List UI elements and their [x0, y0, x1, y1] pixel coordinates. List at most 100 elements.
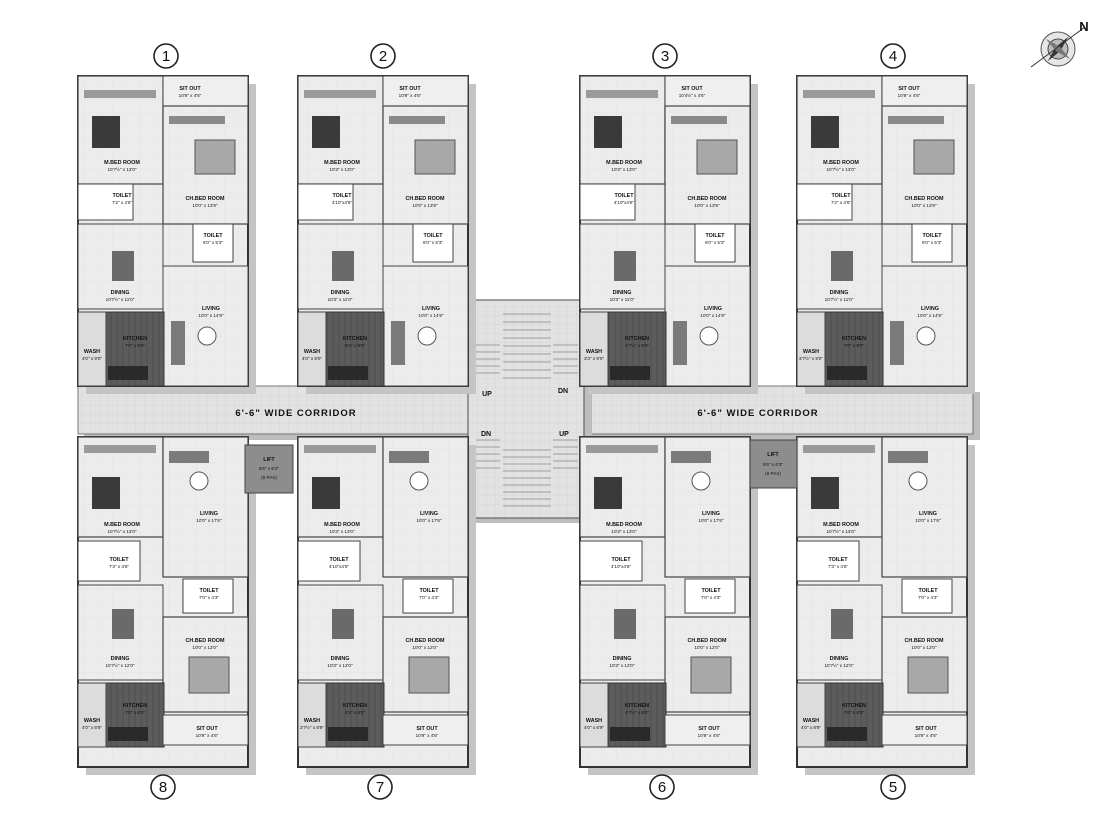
- kitchen-label: KITCHEN: [842, 703, 866, 709]
- sitout-dim: 10'9" x 4'6": [399, 93, 422, 98]
- living-dim: 10'0" x 17'6": [416, 518, 442, 523]
- lift-left-note: (8 PAX): [261, 475, 277, 480]
- living-dim: 10'0" x 17'6": [915, 518, 941, 523]
- kitchen-dim: 7'0" x 9'0": [844, 343, 864, 348]
- child-bed-label: CH.BED ROOM: [186, 196, 225, 202]
- living-dim: 10'0" x 14'9": [418, 313, 444, 318]
- lift-left-title: LIFT: [263, 457, 275, 463]
- bed-icon: [907, 656, 949, 694]
- rug-icon: [699, 326, 719, 346]
- child-toilet-dim: 7'0" x 4'3": [918, 595, 938, 600]
- wash-dim: 4'0" x 8'9": [584, 725, 604, 730]
- dining-label: DINING: [331, 656, 350, 662]
- child-toilet-label: TOILET: [423, 233, 443, 239]
- sitout-label: SIT OUT: [416, 726, 438, 732]
- dining-dim: 10'7½" x 11'0": [825, 296, 854, 302]
- sitout-label: SIT OUT: [681, 86, 703, 92]
- master-bed-dim: 10'3" x 13'0": [611, 529, 637, 534]
- kitchen-dim: 6'3" x 9'0": [345, 343, 365, 348]
- sitout-label: SIT OUT: [915, 726, 937, 732]
- kitchen-dim: 4'7½" x 9'0": [625, 342, 649, 348]
- master-toilet-label: TOILET: [112, 193, 132, 199]
- dining-dim: 10'3" x 12'0": [327, 663, 353, 668]
- kitchen-label: KITCHEN: [343, 336, 367, 342]
- sitout-dim: 10'9" x 4'6": [915, 733, 938, 738]
- master-bed-dim: 10'3" x 13'0": [329, 167, 355, 172]
- wash-dim: 4'0" x 8'9": [801, 725, 821, 730]
- child-bed-dim: 10'0" x 13'9": [192, 203, 218, 208]
- master-bed-label: M.BED ROOM: [104, 160, 140, 166]
- dining-dim: 10'3" x 11'0": [610, 297, 635, 302]
- wash-dim: 4'0" x 9'0": [302, 356, 322, 361]
- bed-icon: [594, 477, 622, 509]
- sitout-dim: 10'9" x 4'6": [196, 733, 219, 738]
- wash-label: WASH: [84, 718, 100, 724]
- child-bed-dim: 10'0" x 13'9": [694, 203, 720, 208]
- bed-icon: [312, 116, 340, 148]
- child-toilet-dim: 6'0" x 5'3": [423, 240, 443, 245]
- stair-core: [467, 299, 585, 519]
- dining-table-icon: [332, 609, 354, 639]
- kitchen-label: KITCHEN: [123, 703, 147, 709]
- master-toilet-dim: 7'3" x 4'6": [109, 564, 129, 569]
- child-bed-label: CH.BED ROOM: [186, 638, 225, 644]
- wash-label: WASH: [84, 349, 100, 355]
- kitchen-label: KITCHEN: [842, 336, 866, 342]
- unit-number: 7: [376, 779, 384, 796]
- wash-label: WASH: [586, 718, 602, 724]
- living-label: LIVING: [422, 306, 440, 312]
- dining-label: DINING: [331, 290, 350, 296]
- child-toilet-label: TOILET: [419, 588, 439, 594]
- child-toilet-dim: 7'0" x 4'3": [199, 595, 219, 600]
- living-label: LIVING: [704, 306, 722, 312]
- kitchen-label: KITCHEN: [123, 336, 147, 342]
- bed-icon: [696, 139, 738, 175]
- bed-icon: [194, 139, 236, 175]
- master-bed-dim: 10'3" x 13'0": [329, 529, 355, 534]
- unit-number-badge: 4: [880, 43, 906, 69]
- sitout-dim: 10'9" x 4'6": [898, 93, 921, 98]
- child-toilet-label: TOILET: [705, 233, 725, 239]
- master-bed-dim: 10'7½" x 13'0": [826, 528, 855, 534]
- master-toilet-label: TOILET: [332, 193, 352, 199]
- lift-left: LIFT 6'6" x 6'3" (8 PAX): [244, 444, 294, 494]
- bed-icon: [408, 656, 450, 694]
- sitout-label: SIT OUT: [898, 86, 920, 92]
- master-toilet-label: TOILET: [329, 557, 349, 563]
- master-toilet-label: TOILET: [614, 193, 634, 199]
- stair-up-bottom: UP: [559, 431, 569, 438]
- master-toilet-dim: 7'3" x 4'6": [828, 564, 848, 569]
- master-bed-dim: 10'7½" x 13'0": [107, 528, 136, 534]
- wash-dim: 3'3" x 9'0": [584, 356, 604, 361]
- wash-label: WASH: [304, 718, 320, 724]
- lift-right-title: LIFT: [767, 452, 779, 458]
- master-toilet-dim: 4'10"x4'6": [611, 564, 631, 569]
- kitchen-label: KITCHEN: [625, 703, 649, 709]
- child-bed-label: CH.BED ROOM: [688, 638, 727, 644]
- dining-label: DINING: [830, 290, 849, 296]
- wash-dim: 4'0" x 8'9": [82, 725, 102, 730]
- rug-icon: [908, 471, 928, 491]
- lift-right-note: (8 PAX): [765, 471, 781, 476]
- sitout-dim: 10'9" x 4'6": [416, 733, 439, 738]
- child-toilet-label: TOILET: [199, 588, 219, 594]
- sitout-dim: 10'9" x 4'6": [179, 93, 202, 98]
- kitchen-dim: 7'0" x 8'0": [125, 710, 145, 715]
- child-toilet-label: TOILET: [918, 588, 938, 594]
- child-bed-label: CH.BED ROOM: [905, 196, 944, 202]
- sitout-label: SIT OUT: [196, 726, 218, 732]
- unit-number: 1: [162, 48, 170, 65]
- unit-number-badge: 7: [367, 774, 393, 800]
- wash-dim: 4'0" x 9'0": [82, 356, 102, 361]
- child-toilet-dim: 7'0" x 4'3": [419, 595, 439, 600]
- bed-icon: [92, 477, 120, 509]
- dining-label: DINING: [830, 656, 849, 662]
- rug-icon: [189, 471, 209, 491]
- child-bed-label: CH.BED ROOM: [688, 196, 727, 202]
- master-toilet-dim: 4'10"x4'6": [329, 564, 349, 569]
- bed-icon: [312, 477, 340, 509]
- dining-label: DINING: [613, 290, 632, 296]
